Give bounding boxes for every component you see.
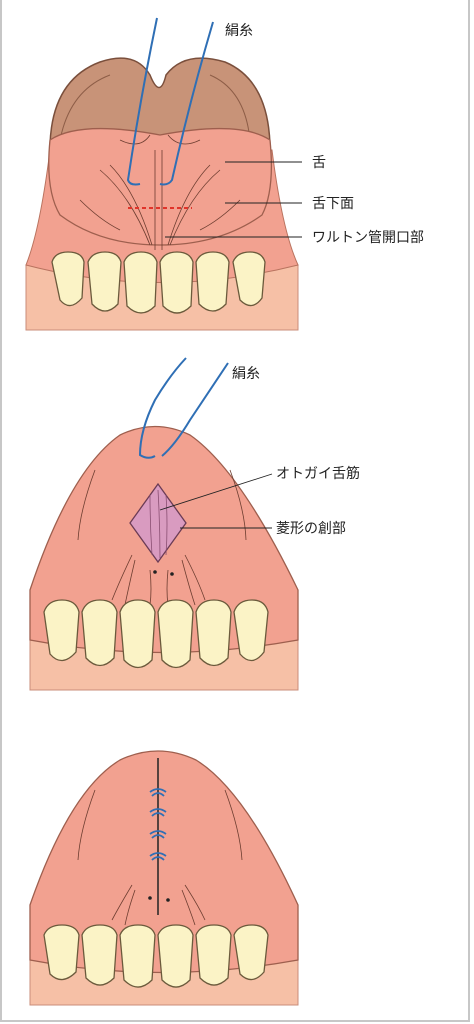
panel-1: 絹糸 舌 舌下面 ワルトン管開口部 xyxy=(25,17,424,331)
rhomboid-wound xyxy=(129,482,187,564)
label-tongue: 舌 xyxy=(312,155,326,171)
silk-thread-1 xyxy=(126,17,214,186)
label-sublingual: 舌下面 xyxy=(312,196,354,212)
label-wharton: ワルトン管開口部 xyxy=(312,230,424,246)
lower-teeth-2 xyxy=(43,599,269,669)
lower-teeth-3 xyxy=(43,924,269,988)
tongue-underside xyxy=(48,127,272,246)
label-silk-1: 絹糸 xyxy=(225,23,253,39)
lower-teeth xyxy=(51,251,266,314)
panel-2: 絹糸 オトガイ舌筋 菱形の創部 xyxy=(29,357,360,691)
tongue-dorsum xyxy=(49,57,271,146)
panel-3 xyxy=(29,750,299,1006)
silk-thread-2 xyxy=(138,357,229,459)
label-silk-2: 絹糸 xyxy=(232,366,260,382)
label-wound: 菱形の創部 xyxy=(276,521,346,537)
label-genioglossus: オトガイ舌筋 xyxy=(276,465,360,482)
sutures xyxy=(149,788,167,861)
